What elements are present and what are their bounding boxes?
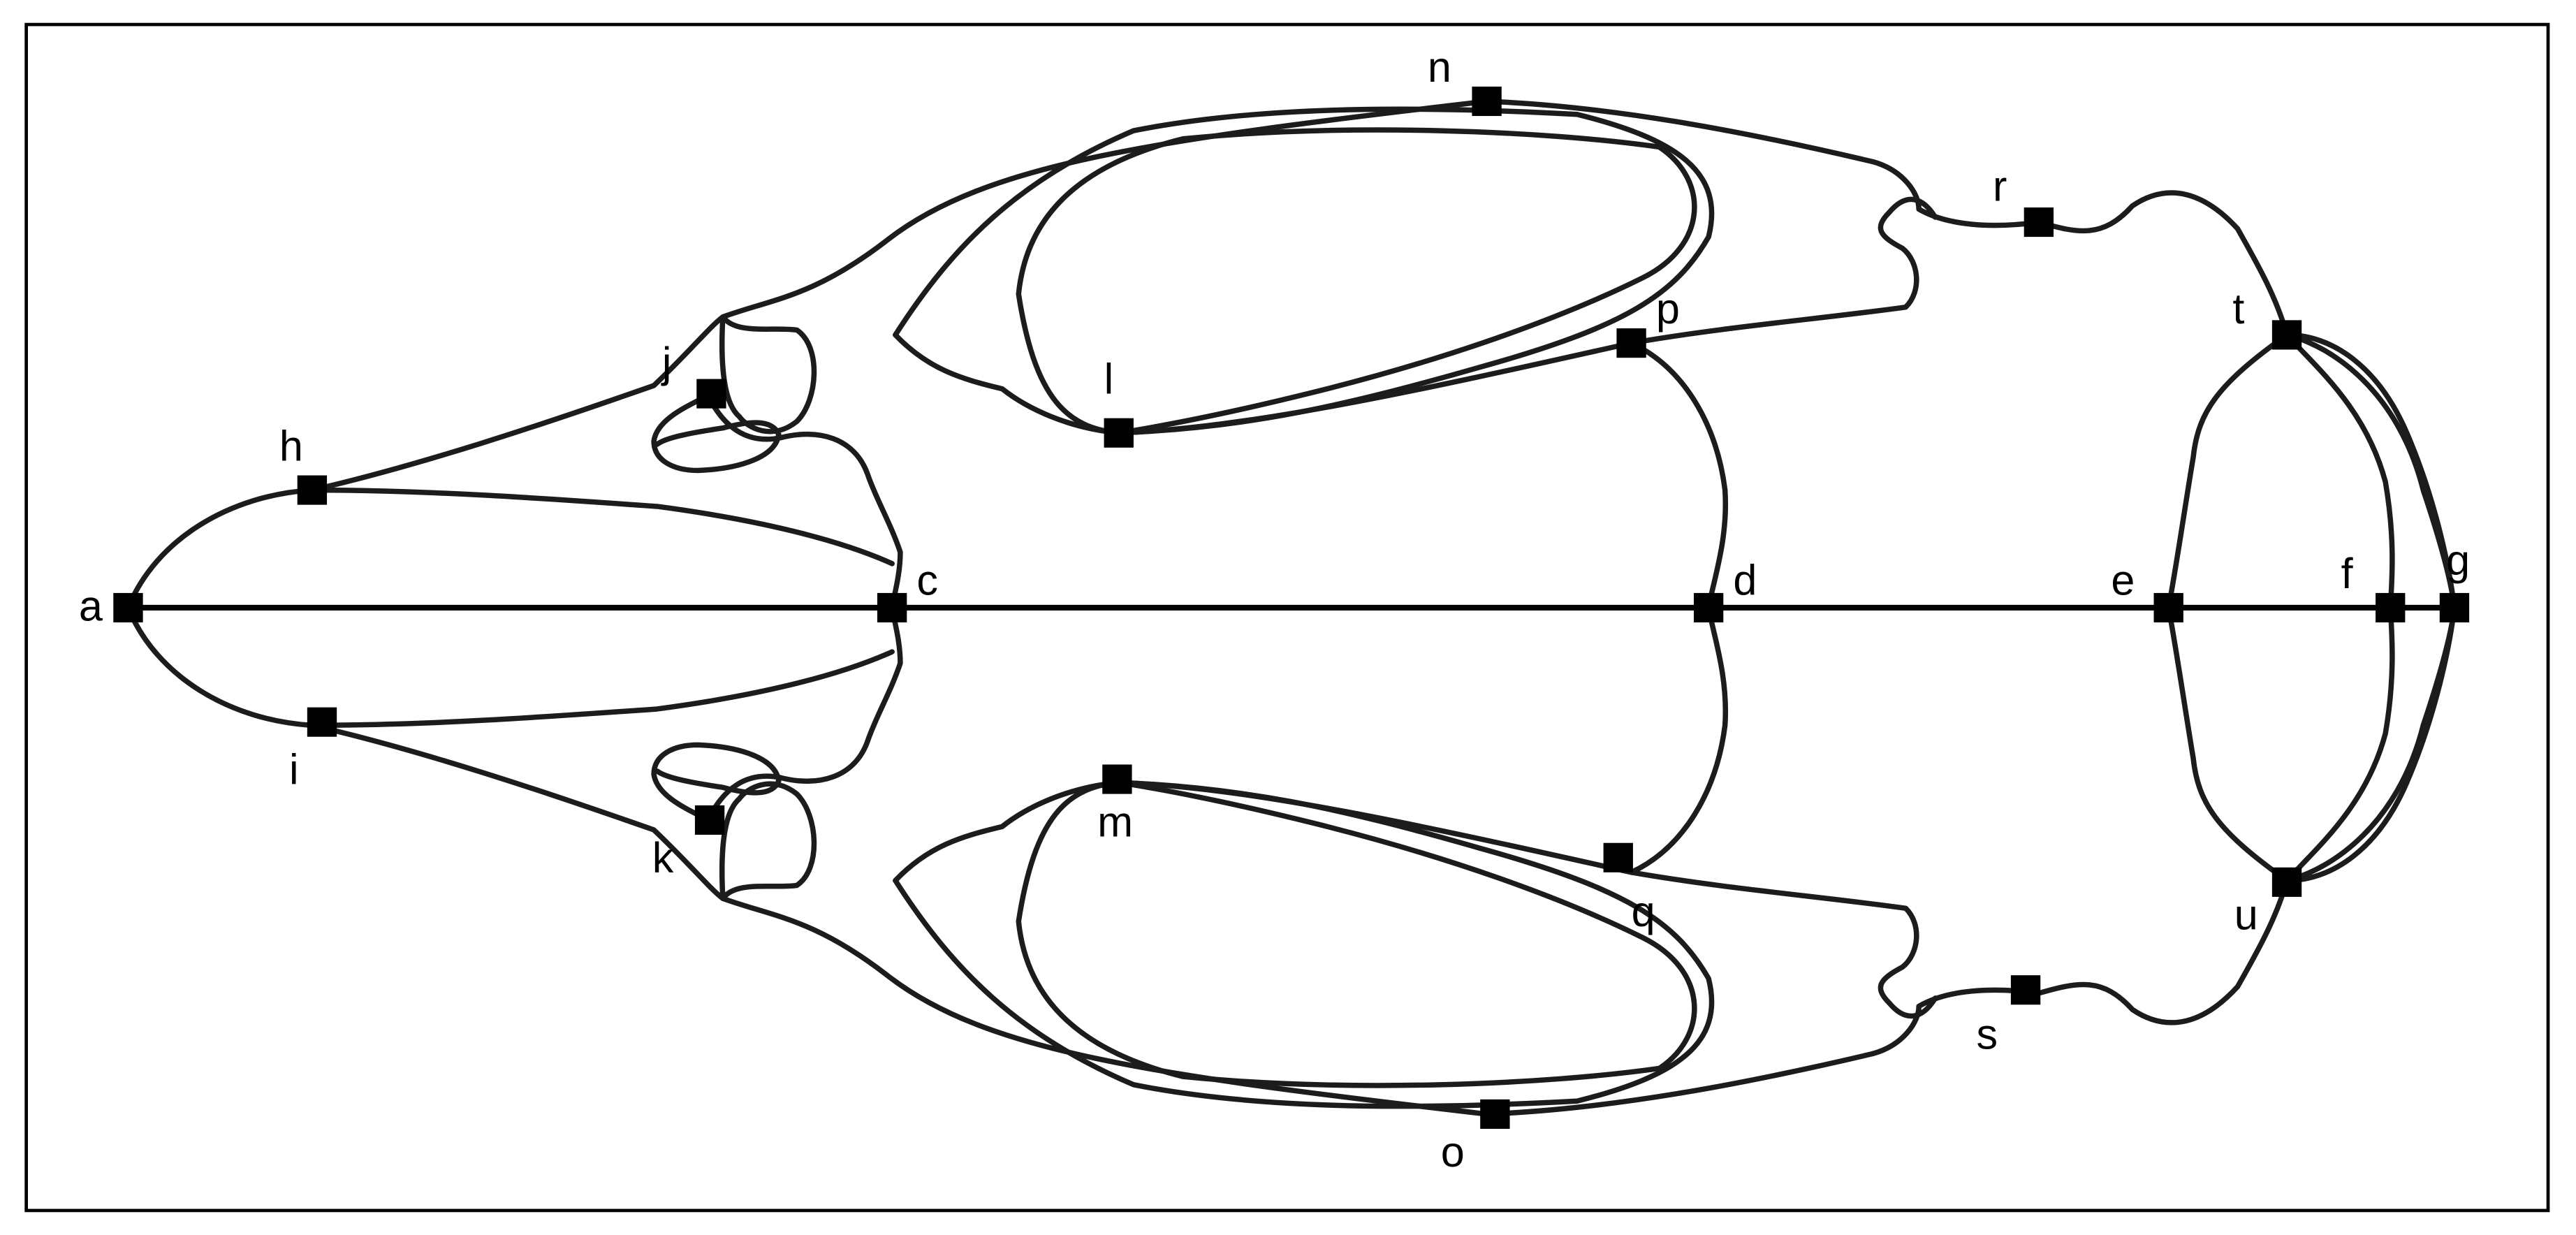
- landmark-point-r: [2024, 207, 2054, 238]
- landmark-label-u: u: [2234, 891, 2258, 939]
- landmark-label-k: k: [652, 834, 674, 882]
- landmark-point-l: [1104, 418, 1134, 448]
- landmark-label-h: h: [279, 423, 303, 470]
- landmark-point-t: [2271, 320, 2302, 350]
- landmark-label-c: c: [916, 556, 938, 604]
- landmark-label-m: m: [1097, 798, 1133, 846]
- landmark-point-k: [694, 805, 725, 835]
- braincase-front-curve: [1628, 340, 1729, 611]
- landmark-label-g: g: [2446, 536, 2470, 584]
- landmark-label-s: s: [1977, 1011, 1998, 1058]
- landmark-label-o: o: [1441, 1128, 1465, 1176]
- landmark-label-j: j: [661, 339, 672, 386]
- landmark-point-f: [2376, 592, 2406, 623]
- landmark-point-q: [1603, 842, 1633, 872]
- landmark-label-t: t: [2232, 285, 2244, 332]
- nasal-bone: [703, 389, 903, 611]
- landmark-label-l: l: [1104, 356, 1114, 403]
- occipital-outer-curve: [2284, 332, 2457, 611]
- orbit-outer-wall: [893, 106, 1715, 436]
- landmark-point-o: [1480, 1099, 1510, 1129]
- nasal-loop: [651, 390, 782, 474]
- landmark-label-f: f: [2341, 550, 2354, 597]
- figure-border: [24, 22, 2550, 1213]
- zygomatic-arch-lower: [1115, 196, 1938, 436]
- landmark-point-g: [2439, 592, 2470, 623]
- landmark-label-a: a: [79, 583, 103, 630]
- landmark-point-i: [307, 707, 337, 737]
- landmark-label-p: p: [1656, 285, 1680, 332]
- landmark-point-j: [696, 379, 726, 409]
- snout-upper-edge: [309, 487, 895, 567]
- landmark-layer: a c d e f g h i j k l m n o p q r s t u: [79, 43, 2470, 1176]
- landmark-point-s: [2010, 975, 2041, 1005]
- zygomatic-loop: [719, 314, 817, 434]
- landmark-label-i: i: [289, 746, 299, 794]
- landmark-label-r: r: [1993, 163, 2007, 210]
- landmark-point-a: [113, 592, 143, 623]
- landmark-label-d: d: [1733, 556, 1757, 604]
- landmark-point-m: [1102, 764, 1132, 794]
- landmark-label-q: q: [1632, 888, 1655, 935]
- skull-outer-contour: [125, 98, 2457, 611]
- landmark-point-e: [2153, 592, 2183, 623]
- landmark-point-n: [1472, 86, 1502, 117]
- landmark-label-n: n: [1428, 43, 1451, 91]
- landmark-label-e: e: [2111, 556, 2135, 604]
- landmark-point-u: [2271, 867, 2302, 897]
- landmark-point-h: [297, 475, 328, 505]
- landmark-point-d: [1693, 592, 1724, 623]
- landmark-point-c: [877, 592, 907, 623]
- landmark-point-p: [1616, 328, 1646, 358]
